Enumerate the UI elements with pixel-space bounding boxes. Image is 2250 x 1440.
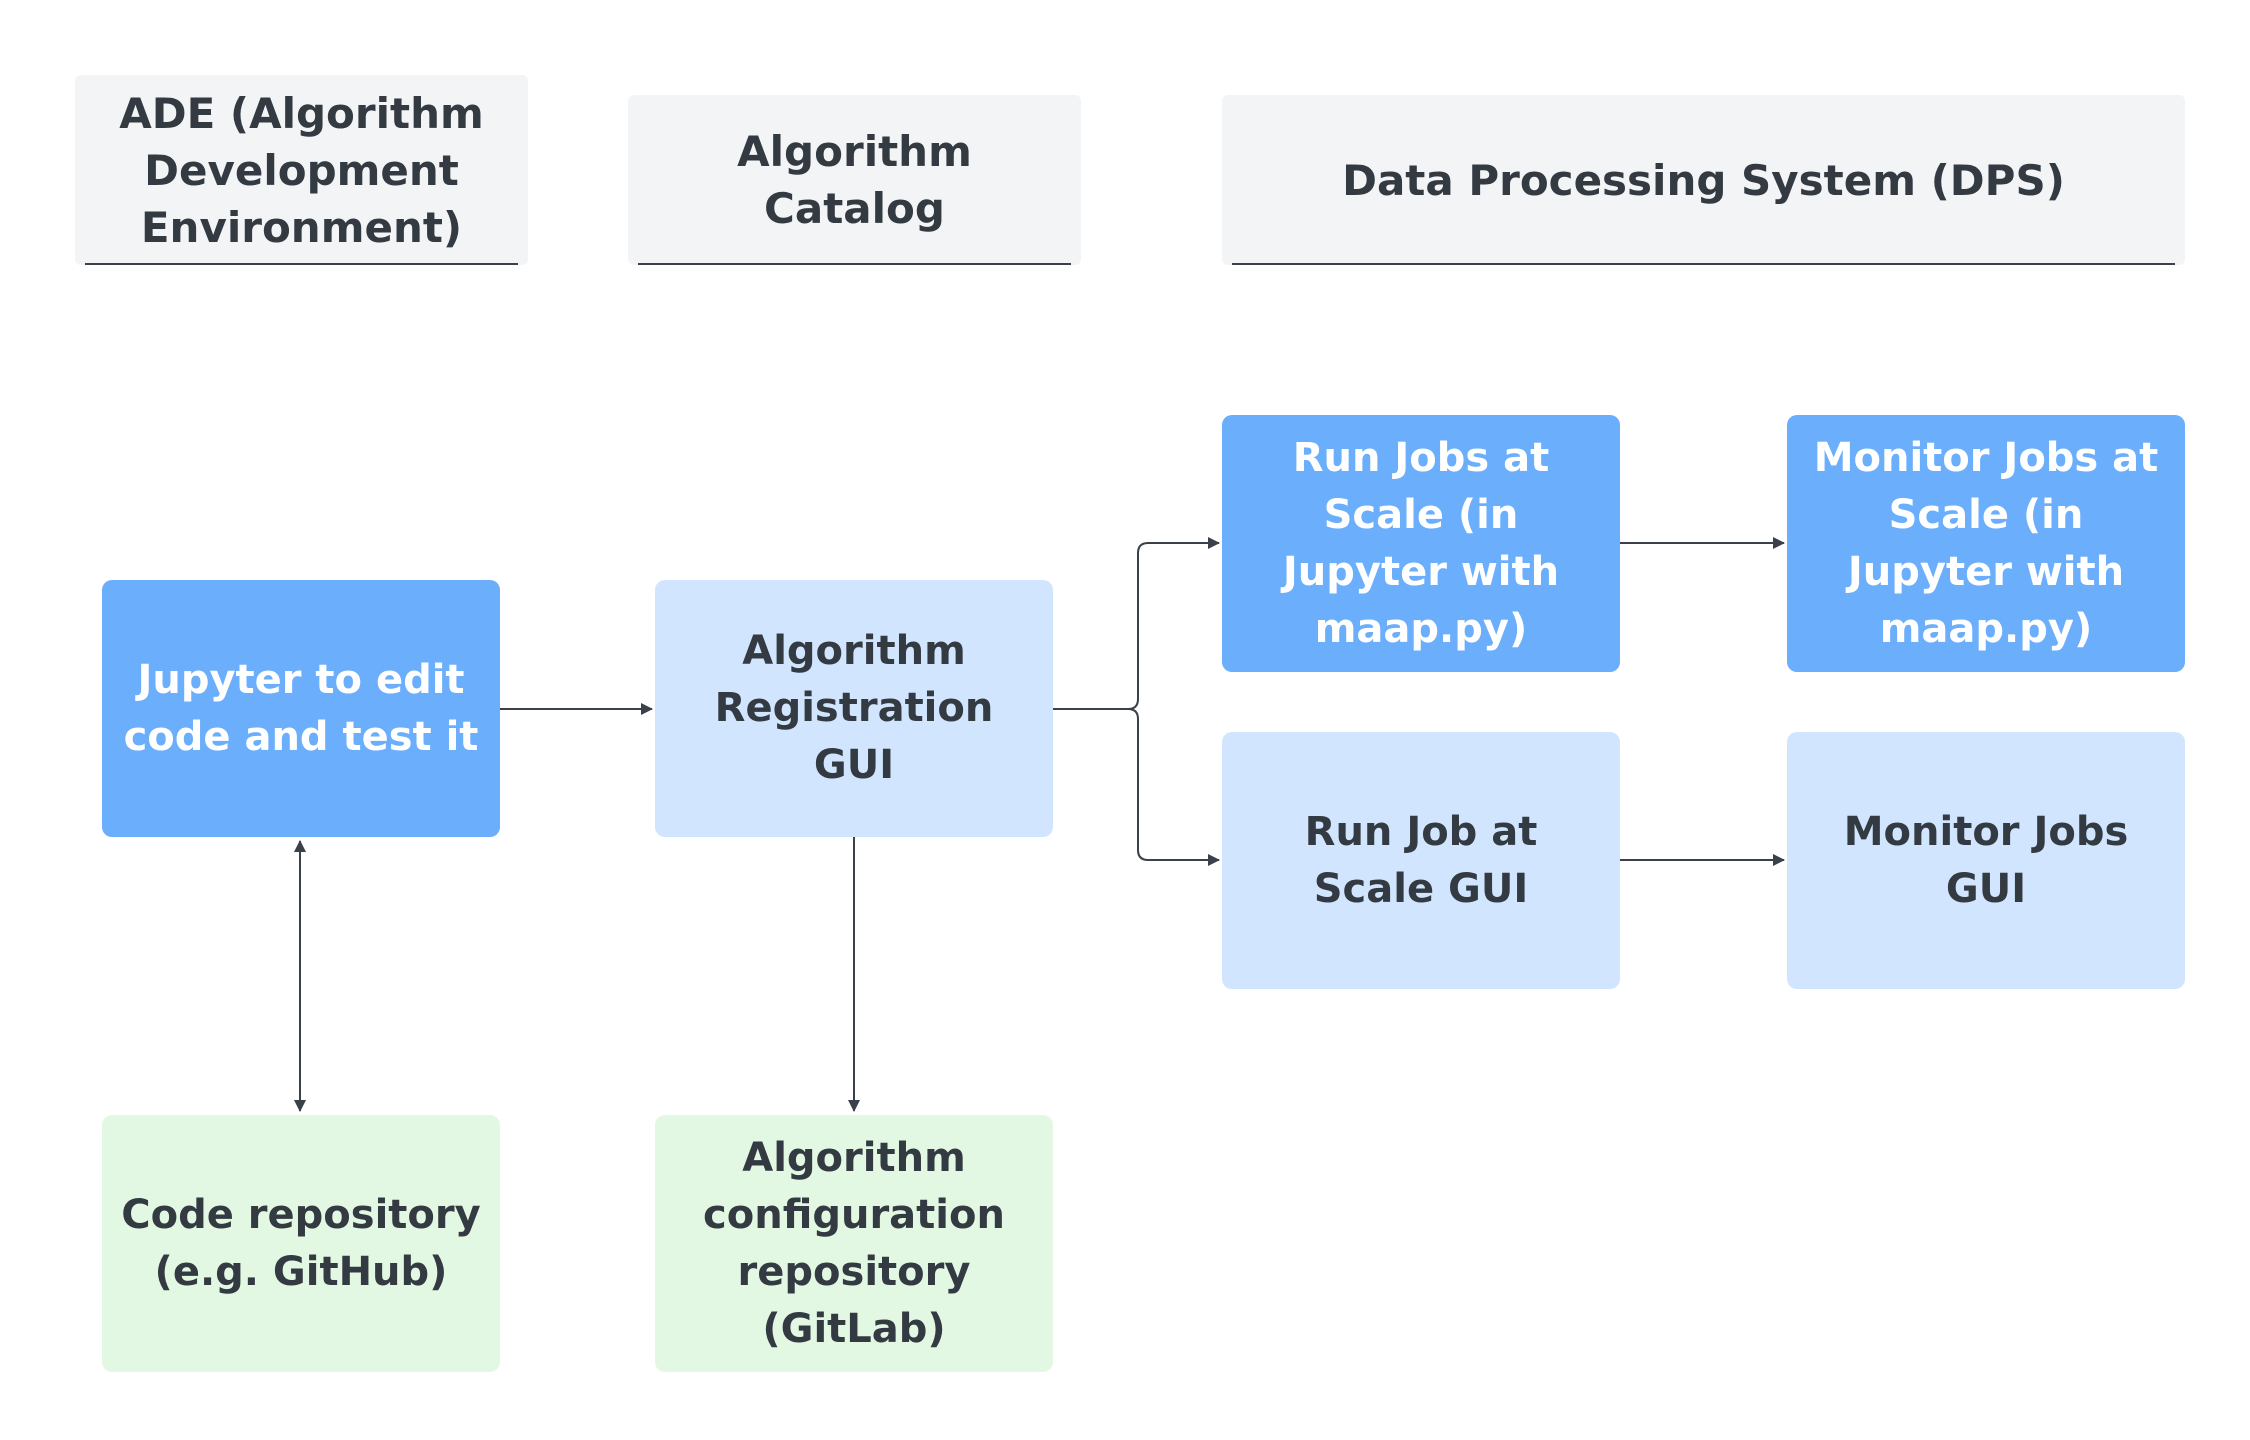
header-dps-label: Data Processing System (DPS)	[1342, 155, 2065, 205]
node-run-job-at-scale-gui-label: Run Job at Scale GUI	[1304, 808, 1538, 912]
node-algorithm-registration-gui: Algorithm Registration GUI	[655, 580, 1053, 837]
node-algorithm-registration-gui-label: Algorithm Registration GUI	[714, 628, 994, 788]
node-monitor-jobs-gui-label: Monitor Jobs GUI	[1843, 808, 2129, 912]
header-ade: ADE (Algorithm Development Environment)	[75, 75, 528, 265]
header-dps-underline	[1232, 263, 2175, 265]
header-algorithm-catalog-underline	[638, 263, 1071, 265]
node-monitor-jobs-at-scale-jupyter-label: Monitor Jobs at Scale (in Jupyter with m…	[1813, 434, 2159, 652]
node-algorithm-configuration-repository-label: Algorithm configuration repository (GitL…	[703, 1134, 1005, 1352]
connector-registration-to-run-jobs-jupyter	[1053, 537, 1220, 710]
node-code-repository-label: Code repository (e.g. GitHub)	[121, 1191, 481, 1295]
header-ade-label: ADE (Algorithm Development Environment)	[119, 88, 484, 252]
header-algorithm-catalog: Algorithm Catalog	[628, 95, 1081, 265]
node-monitor-jobs-at-scale-jupyter: Monitor Jobs at Scale (in Jupyter with m…	[1787, 415, 2185, 672]
node-run-jobs-at-scale-jupyter-label: Run Jobs at Scale (in Jupyter with maap.…	[1282, 434, 1560, 652]
node-jupyter-edit-code-label: Jupyter to edit code and test it	[123, 656, 479, 760]
node-code-repository: Code repository (e.g. GitHub)	[102, 1115, 500, 1372]
node-run-job-at-scale-gui: Run Job at Scale GUI	[1222, 732, 1620, 989]
node-monitor-jobs-gui: Monitor Jobs GUI	[1787, 732, 2185, 989]
header-ade-underline	[85, 263, 518, 265]
node-algorithm-configuration-repository: Algorithm configuration repository (GitL…	[655, 1115, 1053, 1372]
node-jupyter-edit-code: Jupyter to edit code and test it	[102, 580, 500, 837]
connector-registration-to-run-job-gui	[1127, 708, 1220, 866]
header-algorithm-catalog-label: Algorithm Catalog	[737, 127, 972, 233]
node-run-jobs-at-scale-jupyter: Run Jobs at Scale (in Jupyter with maap.…	[1222, 415, 1620, 672]
header-dps: Data Processing System (DPS)	[1222, 95, 2185, 265]
